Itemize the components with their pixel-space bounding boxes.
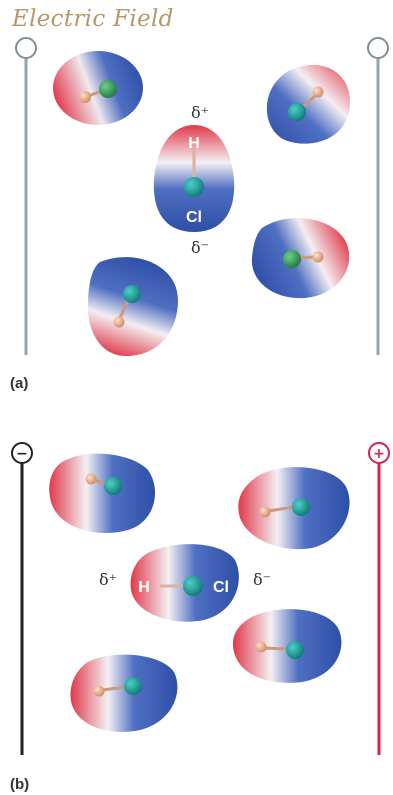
molecule-a-bottom-left <box>87 257 178 357</box>
atom-label-h-b: H <box>138 579 150 596</box>
panel-a-label: (a) <box>10 375 28 392</box>
molecule-b-top-left <box>49 453 156 533</box>
panel-a: H Cl δ⁺ δ⁻ (a) <box>10 37 389 392</box>
molecule-b-center: H Cl δ⁺ δ⁻ <box>99 544 271 622</box>
delta-plus-a: δ⁺ <box>191 103 209 122</box>
positive-terminal-sign: + <box>373 446 385 462</box>
diagram-title: Electric Field <box>12 6 174 32</box>
atom-label-h-a: H <box>188 135 200 152</box>
atom-label-cl-a: Cl <box>186 209 202 226</box>
molecule-a-center: H Cl δ⁺ δ⁻ <box>153 103 235 257</box>
molecule-a-top-right <box>266 64 351 144</box>
molecule-a-top-left <box>53 51 143 125</box>
molecule-a-right-middle <box>251 218 350 299</box>
molecule-b-right-middle <box>232 609 342 683</box>
negative-terminal-sign: − <box>16 446 28 462</box>
right-terminal-a <box>367 37 389 59</box>
panel-b-label: (b) <box>10 776 29 793</box>
delta-minus-a: δ⁻ <box>191 238 209 257</box>
atom-label-cl-b: Cl <box>213 579 229 596</box>
left-terminal-a <box>15 37 37 59</box>
panel-b: − + H Cl δ⁺ δ⁻ <box>10 442 390 793</box>
positive-terminal <box>368 442 390 464</box>
negative-terminal <box>11 442 33 464</box>
delta-plus-b: δ⁺ <box>99 570 117 589</box>
molecule-b-top-right <box>238 467 350 550</box>
delta-minus-b: δ⁻ <box>253 570 271 589</box>
molecule-b-bottom-left <box>70 654 178 732</box>
